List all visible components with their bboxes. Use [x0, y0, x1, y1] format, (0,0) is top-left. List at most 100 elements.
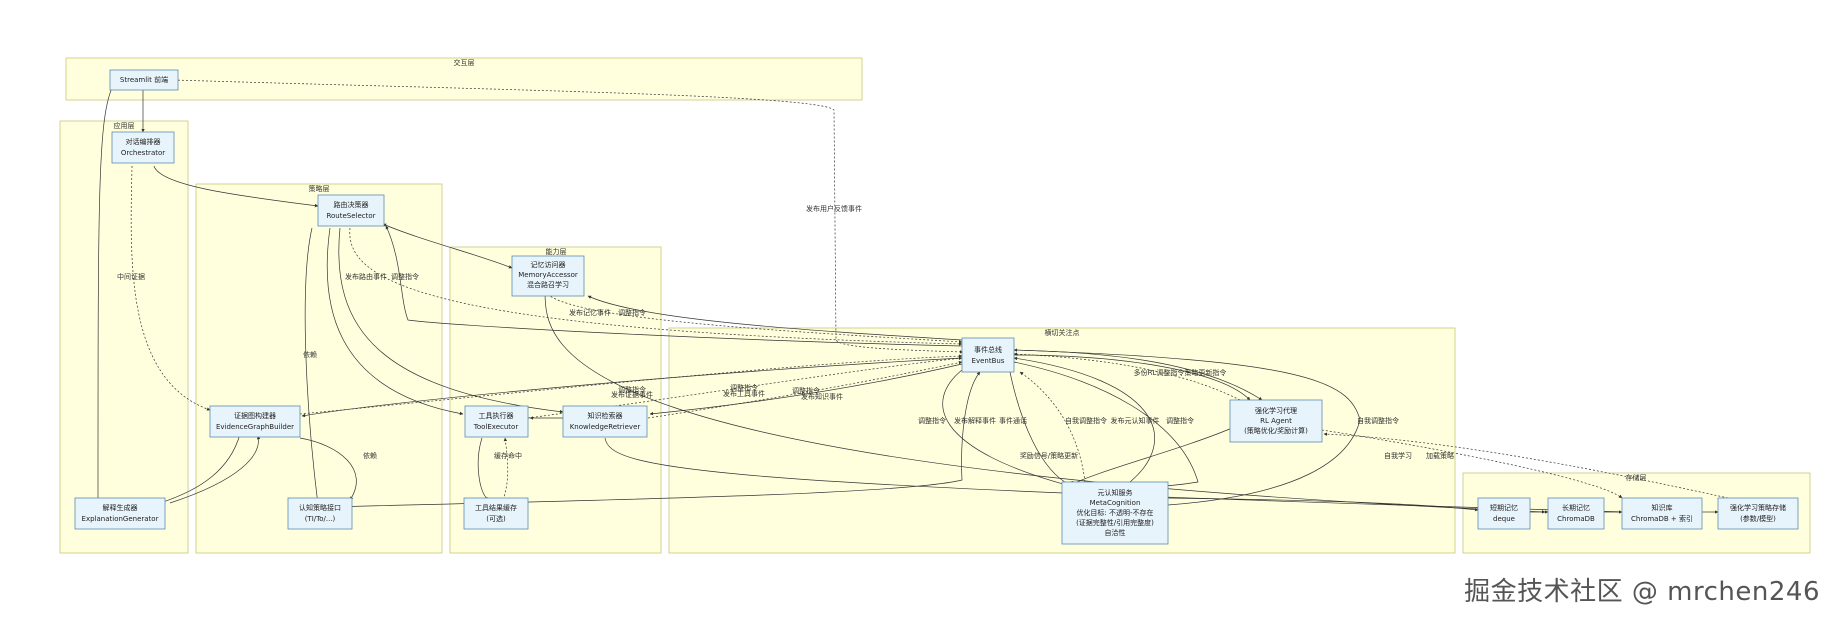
node-long-memory[interactable]: 长期记忆 ChromaDB	[1547, 497, 1605, 530]
svg-text:自洽性: 自洽性	[1105, 528, 1126, 537]
svg-text:强化学习代理: 强化学习代理	[1255, 406, 1297, 415]
edge-eventbus-knowledge	[649, 363, 963, 416]
svg-text:路由决策器: 路由决策器	[334, 200, 369, 209]
node-orchestrator[interactable]: 对话编排器 Orchestrator	[111, 131, 175, 164]
svg-text:短期记忆: 短期记忆	[1490, 503, 1518, 512]
edge-route-memory	[382, 223, 513, 269]
edge-label-intermediate-evidence: 中间证据	[117, 272, 145, 281]
svg-text:Orchestrator: Orchestrator	[121, 149, 165, 157]
svg-text:(可选): (可选)	[486, 514, 506, 523]
node-knowledge-base[interactable]: 知识库 ChromaDB + 索引	[1621, 497, 1703, 530]
cluster-interaction-layer: 交互层	[65, 57, 863, 101]
svg-text:工具结果缓存: 工具结果缓存	[475, 503, 517, 512]
svg-text:EventBus: EventBus	[972, 357, 1005, 365]
svg-text:事件总线: 事件总线	[974, 345, 1002, 354]
svg-text:工具执行器: 工具执行器	[479, 411, 514, 420]
edge-label-publish-route: 发布路由事件	[345, 272, 387, 281]
node-route-selector[interactable]: 路由决策器 RouteSelector	[317, 194, 385, 227]
node-rl-policy-store[interactable]: 强化学习策略存储 (参数/模型)	[1717, 497, 1799, 530]
svg-text:强化学习策略存储: 强化学习策略存储	[1730, 503, 1786, 512]
edge-route-eventbus	[349, 227, 963, 346]
edge-label-rl-adjust: 多份RL调整指令策略更新指令	[1134, 368, 1227, 377]
edge-label-adjust-6: 调整指令	[918, 416, 946, 425]
edge-label-self-learning: 自我学习	[1384, 451, 1412, 460]
edge-meta-selfadjust	[1013, 348, 1361, 506]
edge-eventbus-meta-1	[942, 369, 1079, 489]
svg-text:EvidenceGraphBuilder: EvidenceGraphBuilder	[216, 423, 294, 431]
node-tool-cache[interactable]: 工具结果缓存 (可选)	[463, 497, 529, 530]
cluster-application-label: 应用层	[114, 121, 135, 130]
cluster-application-layer: 应用层	[59, 120, 189, 554]
edge-label-adjust-3: 调整指令	[618, 385, 646, 394]
edge-tool-cache	[477, 437, 489, 501]
edge-orchestrator-evidence	[130, 165, 211, 411]
svg-text:混合路召学习: 混合路召学习	[527, 280, 569, 289]
edge-label-adjust-2: 调整指令	[618, 308, 646, 317]
edge-rl-eventbus	[1013, 352, 1241, 401]
edge-memory-long	[544, 291, 1546, 514]
edge-orchestrator-route	[153, 165, 319, 208]
node-rl-agent[interactable]: 强化学习代理 RL Agent (策略优化/奖励计算)	[1229, 399, 1323, 443]
edge-label-publish-memory: 发布记忆事件	[569, 308, 611, 317]
svg-text:ExplanationGenerator: ExplanationGenerator	[82, 515, 159, 523]
svg-text:Streamlit 前端: Streamlit 前端	[120, 75, 168, 84]
edge-rlstore-rl	[1323, 432, 1729, 499]
edge-label-load-policy: 加载策略	[1426, 451, 1454, 460]
edge-label-adjust-1: 调整指令	[391, 272, 419, 281]
edge-streamlit-explanation	[96, 87, 113, 506]
svg-text:知识检索器: 知识检索器	[588, 411, 623, 420]
svg-text:认知策略接口: 认知策略接口	[299, 503, 341, 512]
edge-label-cache-hit: 缓存命中	[494, 451, 522, 460]
edge-evidence-eventbus	[299, 354, 963, 415]
cluster-strategy-label: 策略层	[309, 184, 330, 193]
edge-label-adjust-4: 调整指令	[730, 383, 758, 392]
edge-label-depends-2: 依赖	[363, 451, 377, 460]
edge-label-self-adjust-2: 自我调整指令	[1357, 416, 1399, 425]
svg-text:对话编排器: 对话编排器	[126, 137, 161, 146]
cluster-storage-label: 存储层	[1626, 473, 1647, 482]
cluster-interaction-label: 交互层	[454, 58, 475, 67]
cluster-capability-label: 能力层	[546, 247, 567, 256]
node-knowledge-retriever[interactable]: 知识检索器 KnowledgeRetriever	[562, 405, 648, 438]
edge-evidence-explanation	[159, 433, 241, 504]
edges	[96, 79, 1729, 514]
svg-text:ChromaDB + 索引: ChromaDB + 索引	[1631, 514, 1693, 523]
edge-label-adjust-7: 调整指令	[1166, 416, 1194, 425]
edge-label-self-adjust: 自我调整指令	[1065, 416, 1107, 425]
node-evidence-graph-builder[interactable]: 证据图构建器 EvidenceGraphBuilder	[209, 405, 301, 438]
node-streamlit[interactable]: Streamlit 前端	[109, 69, 179, 91]
edge-evidence-cognitive	[299, 437, 357, 501]
node-memory-accessor[interactable]: 记忆访问器 MemoryAccessor 混合路召学习	[511, 255, 585, 297]
edge-rl-rlstore	[1321, 429, 1623, 499]
edge-label-adjust-5: 调整指令	[792, 386, 820, 395]
edge-streamlit-eventbus	[173, 79, 964, 354]
node-cognitive-interface[interactable]: 认知策略接口 (TI/To/...)	[287, 497, 353, 530]
edge-label-publish-explain: 发布解释事件	[954, 416, 996, 425]
edge-eventbus-memory	[587, 295, 963, 341]
node-short-memory[interactable]: 短期记忆 deque	[1477, 497, 1531, 530]
edge-eventbus-meta-2	[1009, 371, 1071, 486]
node-meta-cognition[interactable]: 元认知服务 MetaCognition 优化目标: 不透明-不存在 (证据完整性…	[1061, 481, 1169, 545]
svg-text:解释生成器: 解释生成器	[103, 503, 138, 512]
edge-label-publish-event-2: 发布工具事件	[723, 389, 765, 398]
edge-label-reward-signal: 奖励信号/策略更新	[1020, 451, 1078, 460]
svg-text:优化目标: 不透明-不存在: 优化目标: 不透明-不存在	[1076, 508, 1153, 517]
edge-route-cognitive	[304, 227, 320, 506]
node-event-bus[interactable]: 事件总线 EventBus	[961, 337, 1015, 373]
edge-meta-short	[1167, 497, 1479, 512]
svg-text:KnowledgeRetriever: KnowledgeRetriever	[570, 423, 641, 431]
edge-eventbus-route	[385, 225, 963, 347]
node-tool-executor[interactable]: 工具执行器 ToolExecutor	[464, 405, 529, 438]
node-explanation-generator[interactable]: 解释生成器 ExplanationGenerator	[74, 497, 166, 530]
watermark: 掘金技术社区 @ mrchen246	[1464, 577, 1820, 607]
svg-text:(证据完整性/引用完整度): (证据完整性/引用完整度)	[1076, 518, 1154, 527]
edge-label-event-notify: 事件通话	[999, 416, 1027, 425]
edge-label-depends-1: 依赖	[303, 350, 317, 359]
edge-meta-eventbus-2	[1013, 356, 1155, 483]
nodes: Streamlit 前端 对话编排器 Orchestrator 路由决策器 Ro…	[74, 69, 1799, 545]
svg-text:(参数/模型): (参数/模型)	[1740, 514, 1776, 523]
svg-text:知识库: 知识库	[1652, 503, 1673, 512]
edge-label-publish-event-3: 发布知识事件	[801, 392, 843, 401]
edge-knowledge-kb	[604, 437, 1626, 514]
